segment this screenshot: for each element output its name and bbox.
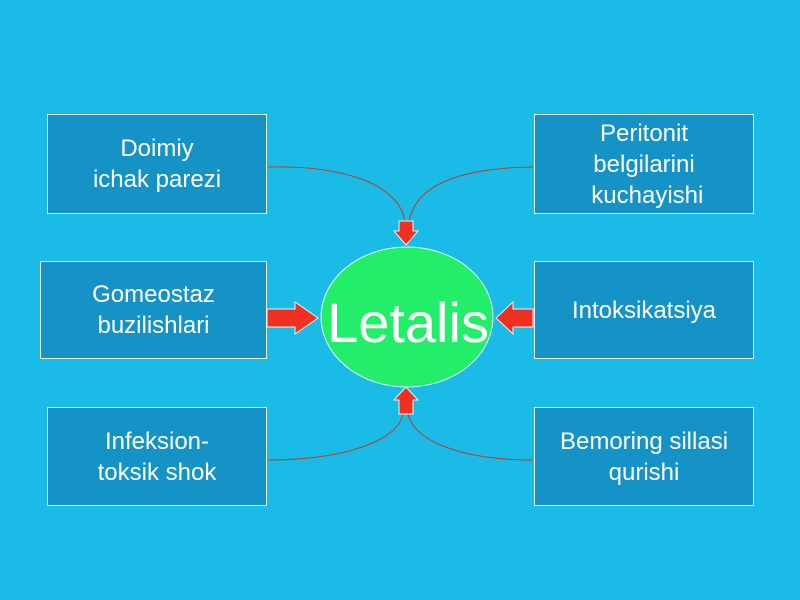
arrow-up-icon [392,386,420,415]
box-top-right-line-2: belgilarini [593,150,695,178]
box-top-right: Peritonit belgilarini kuchayishi [534,114,754,214]
box-bottom-left-line-1: Infeksion- [104,427,210,455]
box-middle-right: Intoksikatsiya [534,261,754,359]
connector-top-right [408,166,534,223]
box-middle-left-line-2: buzilishlari [97,312,210,339]
arrow-right-icon [266,301,319,335]
connector-bottom-left [267,412,404,461]
box-middle-left-line-1: Gomeostaz [92,281,215,308]
box-middle-right-line-1: Intoksikatsiya [571,296,717,324]
box-bottom-right-line-1: Bemoring sillasi [559,427,729,455]
center-ellipse [320,246,494,388]
box-bottom-left: Infeksion- toksik shok [47,407,267,506]
box-top-right-line-1: Peritonit [599,119,689,147]
arrow-down-icon [392,220,420,246]
box-bottom-left-line-2: toksik shok [97,458,217,486]
box-top-left-line-1: Doimiy [120,135,194,162]
connector-top-left [267,166,406,223]
center-label: Letalis [327,291,489,354]
arrow-left-icon [495,300,534,336]
connector-bottom-right [407,412,534,461]
box-top-left: Doimiy ichak parezi [47,114,267,214]
box-bottom-right: Bemoring sillasi qurishi [534,407,754,506]
box-top-left-line-2: ichak parezi [92,166,222,193]
box-top-right-line-3: kuchayishi [584,181,704,209]
box-bottom-right-line-2: qurishi [608,458,680,486]
box-middle-left: Gomeostaz buzilishlari [40,261,267,359]
